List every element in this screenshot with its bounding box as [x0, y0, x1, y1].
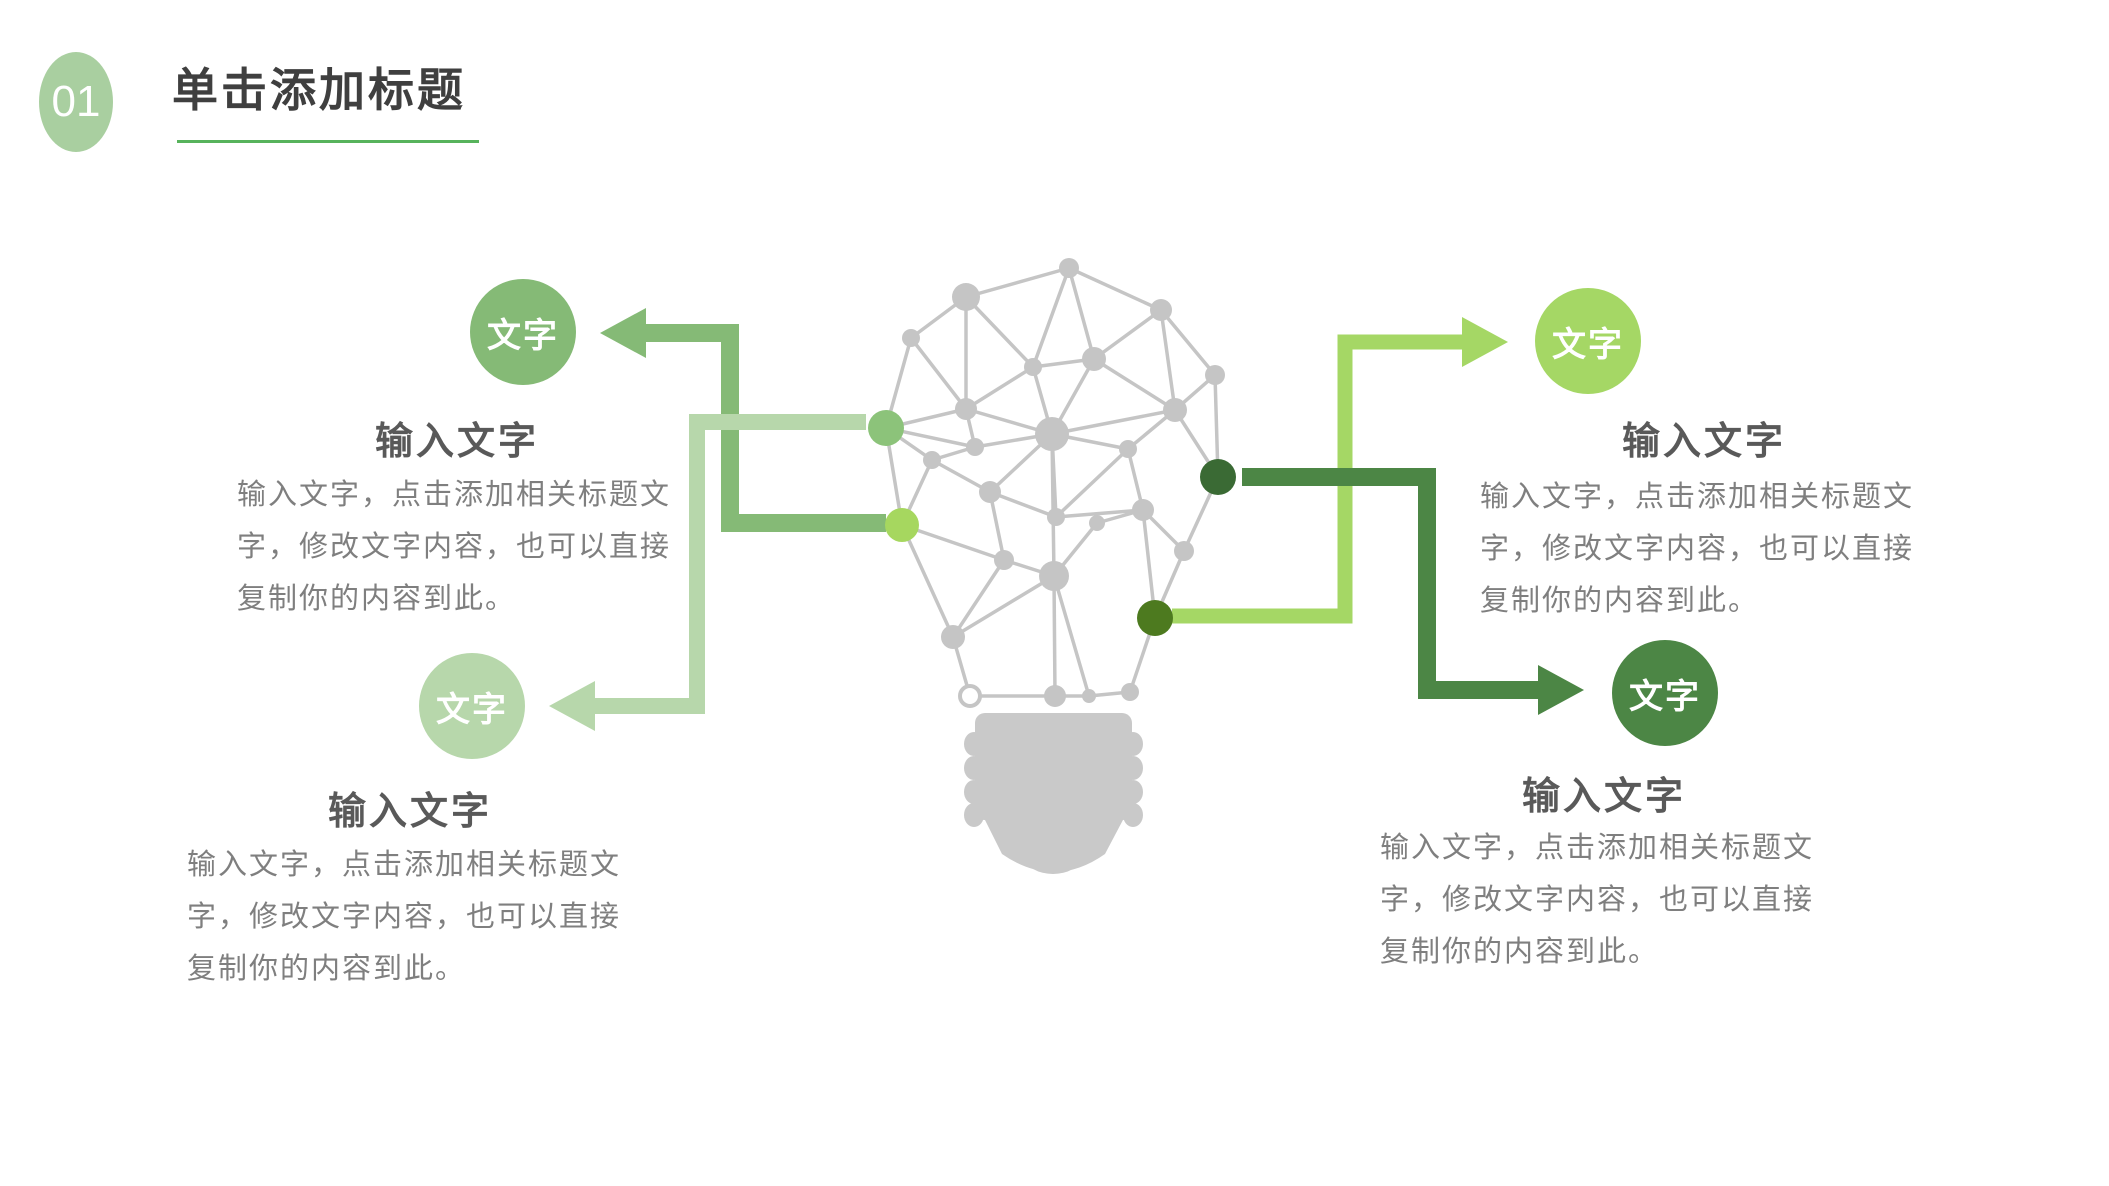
- node-green-forest: [1200, 459, 1236, 495]
- callout-heading-bottom-right[interactable]: 输入文字: [1521, 776, 1686, 818]
- title-underline: [177, 140, 479, 143]
- arrow-left-icon: [600, 308, 646, 358]
- connector-bottom-right: [1242, 468, 1584, 715]
- text-tag-circle-bottom-left[interactable]: 文字: [419, 653, 525, 759]
- callout-body-top-right[interactable]: 输入文字，点击添加相关标题文字，修改文字内容，也可以直接复制你的内容到此。: [1480, 481, 1915, 617]
- bulb-plexus-edges: [884, 266, 1220, 698]
- text-tag-circle-top-right[interactable]: 文字: [1535, 288, 1641, 394]
- node-green-bright: [885, 508, 919, 542]
- callout-body-bottom-right[interactable]: 输入文字，点击添加相关标题文字，修改文字内容，也可以直接复制你的内容到此。: [1380, 832, 1815, 968]
- bulb-plexus-nodes: [902, 258, 1225, 708]
- callout-heading-top-right[interactable]: 输入文字: [1621, 421, 1786, 463]
- bulb-colored-nodes: [868, 410, 1236, 636]
- slide-title[interactable]: 单击添加标题: [172, 64, 466, 116]
- arrow-left-icon: [549, 681, 595, 731]
- node-green-olive: [1137, 600, 1173, 636]
- tag-label: 文字: [487, 316, 559, 355]
- tag-label: 文字: [1552, 325, 1624, 364]
- text-tag-circle-top-left[interactable]: 文字: [470, 279, 576, 385]
- arrow-right-icon: [1538, 665, 1584, 715]
- section-number-badge: 01: [39, 52, 113, 152]
- bulb-base: [964, 713, 1143, 874]
- arrow-right-icon: [1462, 317, 1508, 367]
- connector-bottom-left: [549, 414, 866, 731]
- callout-heading-top-left[interactable]: 输入文字: [374, 421, 539, 463]
- badge-number: 01: [51, 77, 101, 126]
- tag-label: 文字: [1629, 677, 1701, 716]
- callout-heading-bottom-left[interactable]: 输入文字: [327, 791, 492, 833]
- node-green-mid: [868, 410, 904, 446]
- tag-label: 文字: [436, 690, 508, 729]
- callout-body-top-left[interactable]: 输入文字，点击添加相关标题文字，修改文字内容，也可以直接复制你的内容到此。: [237, 479, 672, 615]
- callout-body-bottom-left[interactable]: 输入文字，点击添加相关标题文字，修改文字内容，也可以直接复制你的内容到此。: [187, 849, 622, 985]
- text-tag-circle-bottom-right[interactable]: 文字: [1612, 640, 1718, 746]
